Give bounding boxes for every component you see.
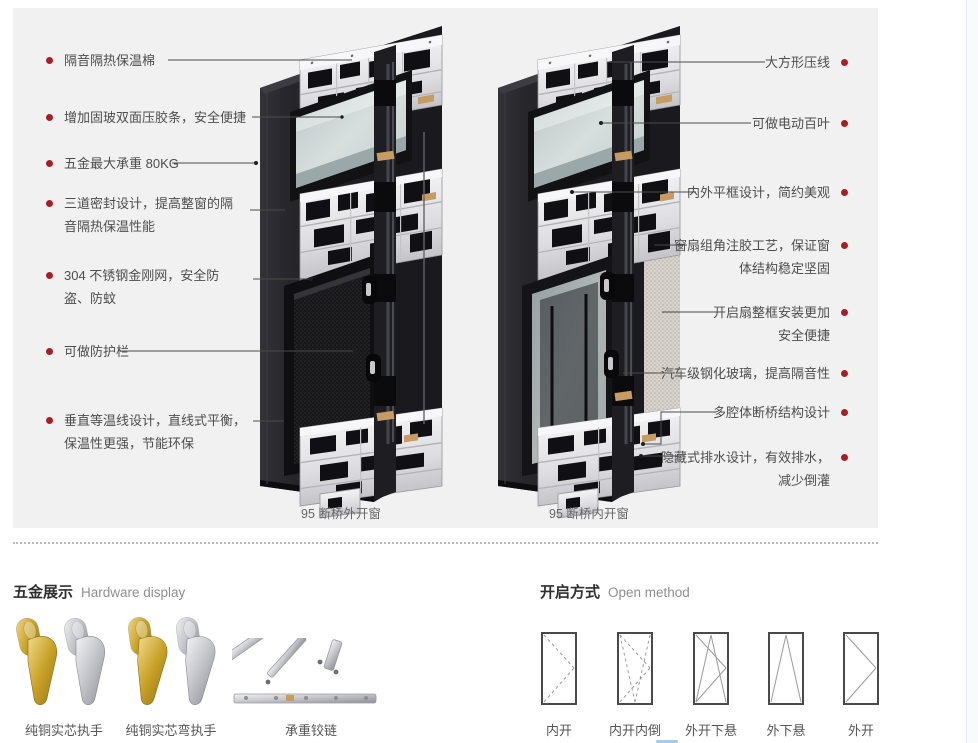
- hinge-image: [232, 638, 377, 704]
- feature-callout: 开启扇整框安装更加安全便捷: [710, 301, 848, 347]
- hardware-item-label: 纯铜实芯弯执手: [125, 723, 217, 738]
- feature-callout: 大方形压线: [765, 51, 848, 74]
- feature-callout: 三道密封设计，提高整窗的隔音隔热保温性能: [46, 192, 236, 238]
- feature-text: 窗扇组角注胶工艺，保证窗体结构稳定坚固: [673, 238, 830, 276]
- bullet-icon: [841, 370, 848, 377]
- bullet-icon: [841, 309, 848, 316]
- bullet-icon: [46, 348, 53, 355]
- open-method-label: 外开下悬: [684, 723, 737, 738]
- open-method-diagram-inward: [541, 632, 577, 705]
- feature-text: 隔音隔热保温棉: [64, 53, 156, 68]
- open-method-label: 外开: [847, 723, 874, 738]
- bullet-icon: [46, 417, 53, 424]
- feature-text: 开启扇整框安装更加安全便捷: [712, 305, 830, 343]
- feature-callout: 五金最大承重 80KG: [46, 152, 179, 175]
- open-method-title-en: Open method: [608, 585, 690, 600]
- bullet-icon: [841, 189, 848, 196]
- bullet-icon: [46, 114, 53, 121]
- open-method-title-zh: 开启方式: [540, 584, 601, 601]
- open-method-label: 外下悬: [766, 723, 806, 738]
- bullet-icon: [46, 57, 53, 64]
- hardware-section-title: 五金展示 Hardware display: [13, 581, 185, 602]
- bullet-icon: [46, 272, 53, 279]
- handle-bent-image: [126, 616, 219, 707]
- hardware-item-label: 纯铜实芯执手: [24, 723, 103, 738]
- open-method-diagram-outward: [843, 632, 879, 705]
- bullet-icon: [46, 160, 53, 167]
- feature-text: 汽车级钢化玻璃，提高隔音性: [660, 366, 830, 381]
- window-render-95-outward-opening: [260, 26, 443, 519]
- open-method-label: 内开内倒: [608, 723, 661, 738]
- open-method-diagram-bottom-hung: [768, 632, 804, 705]
- bullet-icon: [841, 59, 848, 66]
- feature-text: 可做电动百叶: [751, 116, 830, 131]
- feature-callout: 多腔体断桥结构设计: [713, 401, 848, 424]
- handle-straight-image: [16, 616, 106, 706]
- hardware-title-en: Hardware display: [81, 585, 186, 600]
- open-method-diagram-inward-tilt: [617, 632, 653, 705]
- window-caption-left: 95 断桥外开窗: [301, 507, 381, 521]
- bullet-icon: [841, 120, 848, 127]
- product-showcase-panel: [13, 8, 878, 528]
- hardware-item-label: 承重铰链: [284, 723, 337, 738]
- feature-callout: 内外平框设计，简约美观: [687, 181, 848, 204]
- feature-text: 304 不锈钢金刚网，安全防盗、防蚊: [64, 268, 220, 306]
- feature-text: 内外平框设计，简约美观: [686, 185, 830, 200]
- feature-text: 隐藏式排水设计，有效排水，减少倒灌: [660, 450, 830, 488]
- feature-callout: 汽车级钢化玻璃，提高隔音性: [661, 362, 848, 385]
- bullet-icon: [841, 242, 848, 249]
- open-method-diagram-outward-bottom-hung: [693, 632, 729, 705]
- feature-text: 增加固玻双面压胶条，安全便捷: [64, 110, 247, 125]
- feature-callout: 垂直等温线设计，直线式平衡，保温性更强，节能环保: [46, 409, 250, 455]
- feature-text: 多腔体断桥结构设计: [712, 405, 830, 420]
- feature-callout: 隐藏式排水设计，有效排水，减少倒灌: [660, 446, 848, 492]
- horizontal-scrollbar-thumb[interactable]: [656, 740, 678, 743]
- window-render-95-inward-opening: [498, 26, 681, 519]
- feature-text: 大方形压线: [764, 55, 830, 70]
- section-divider: [13, 542, 878, 544]
- feature-callout: 可做电动百叶: [752, 112, 848, 135]
- bullet-icon: [841, 454, 848, 461]
- hardware-title-zh: 五金展示: [13, 584, 74, 601]
- open-method-label: 内开: [545, 723, 572, 738]
- window-caption-right: 95 断桥内开窗: [549, 507, 629, 521]
- bullet-icon: [841, 409, 848, 416]
- feature-text: 可做防护栏: [64, 344, 130, 359]
- feature-text: 垂直等温线设计，直线式平衡，保温性更强，节能环保: [64, 413, 247, 451]
- bullet-icon: [46, 200, 53, 207]
- feature-callout: 隔音隔热保温棉: [46, 49, 155, 72]
- feature-text: 五金最大承重 80KG: [64, 156, 179, 171]
- feature-callout: 增加固玻双面压胶条，安全便捷: [46, 106, 246, 129]
- open-method-section-title: 开启方式 Open method: [540, 581, 690, 602]
- feature-callout: 304 不锈钢金刚网，安全防盗、防蚊: [46, 264, 242, 310]
- feature-callout: 可做防护栏: [46, 340, 129, 363]
- vertical-scrollbar-track[interactable]: [966, 0, 978, 743]
- feature-callout: 窗扇组角注胶工艺，保证窗体结构稳定坚固: [670, 234, 848, 280]
- feature-text: 三道密封设计，提高整窗的隔音隔热保温性能: [64, 196, 234, 234]
